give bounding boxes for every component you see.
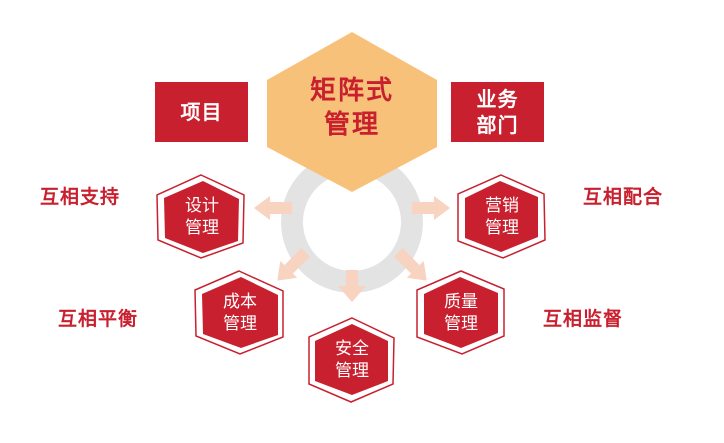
node-design-line2: 管理: [185, 218, 219, 238]
relation-supervise: 互相监督: [543, 308, 624, 330]
node-safety-line1: 安全: [335, 339, 369, 359]
business-department-box: 业务 部门: [451, 82, 544, 142]
node-quality-line2: 管理: [444, 314, 478, 334]
node-safety-line2: 管理: [335, 361, 369, 381]
center-label-line2: 管理: [323, 110, 380, 140]
hexagon-cost: [194, 270, 284, 355]
business-department-line2: 部门: [476, 113, 519, 137]
business-department-line1: 业务: [476, 87, 519, 111]
node-safety: 安全 管理: [313, 333, 391, 387]
node-cost-line1: 成本: [223, 292, 257, 312]
node-quality-line1: 质量: [444, 292, 478, 312]
hexagon-safety: [308, 317, 395, 403]
node-marketing: 营销 管理: [463, 190, 541, 244]
hexagon-quality: [416, 270, 505, 355]
node-design-line1: 设计: [185, 196, 219, 216]
node-marketing-line1: 营销: [485, 196, 519, 216]
arrow-down-left: [277, 248, 310, 281]
relation-balance: 互相平衡: [58, 308, 139, 330]
center-label-line1: 矩阵式: [309, 76, 394, 106]
arrow-left: [254, 196, 292, 220]
node-marketing-line2: 管理: [485, 218, 519, 238]
arrow-down: [338, 270, 366, 302]
center-label: 矩阵式 管理: [287, 72, 417, 144]
hexagon-design: [156, 174, 245, 259]
node-cost: 成本 管理: [201, 286, 279, 340]
center-hexagon: [267, 32, 437, 192]
arrow-down-right: [394, 248, 427, 281]
node-cost-line2: 管理: [223, 314, 257, 334]
relation-support: 互相支持: [40, 186, 121, 208]
hexagon-marketing: [457, 174, 546, 259]
arrow-right: [412, 196, 450, 220]
project-box: 项目: [155, 82, 248, 142]
project-box-label: 项目: [180, 100, 223, 124]
node-design: 设计 管理: [163, 190, 241, 244]
relation-cooperate: 互相配合: [583, 186, 664, 208]
node-quality: 质量 管理: [422, 286, 500, 340]
